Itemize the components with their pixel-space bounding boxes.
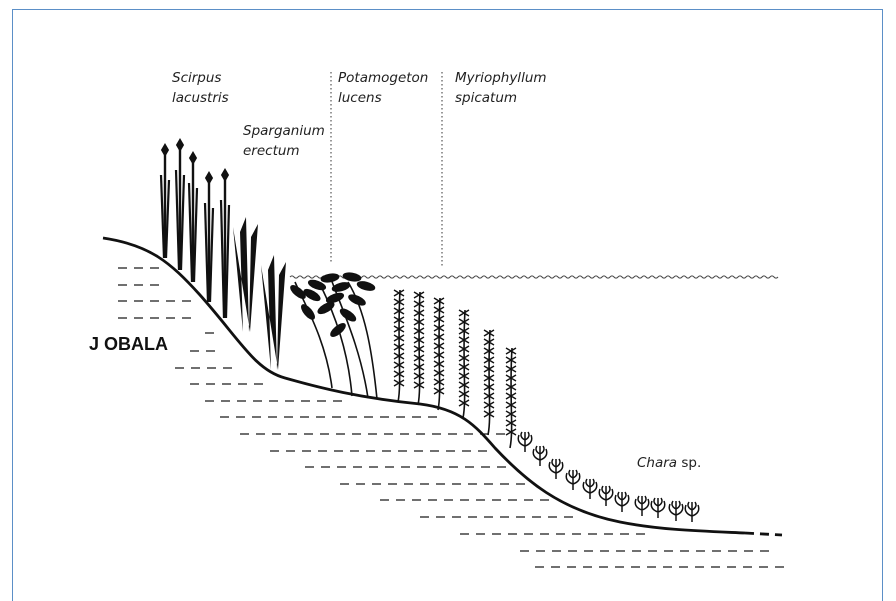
label-scirpus-species: lacustris <box>172 88 229 108</box>
label-chara-suffix: sp. <box>677 455 701 471</box>
chara-tuft <box>615 492 629 512</box>
potamogeton-leaf <box>342 272 361 283</box>
chara-tuft <box>549 459 563 479</box>
label-myriophyllum-spicatum: Myriophyllum spicatum <box>455 68 547 108</box>
chara-tuft <box>533 446 547 466</box>
potamogeton-leaf <box>331 281 350 293</box>
scirpus-stem <box>189 183 192 282</box>
myriophyllum-stem <box>488 330 490 435</box>
sparganium-leaves <box>261 255 286 370</box>
label-sparganium-erectum: Sparganium erectum <box>243 121 325 161</box>
label-scirpus-lacustris: Scirpus lacustris <box>172 68 229 108</box>
scirpus-stem <box>226 205 229 318</box>
chara-tuft <box>685 502 699 522</box>
chara-tuft <box>599 486 613 506</box>
sediment-dashes <box>118 268 784 567</box>
label-potamogeton-species: lucens <box>338 88 428 108</box>
water-surface <box>290 276 778 278</box>
scirpus-flower-head <box>222 169 229 181</box>
sparganium-erectum-stand <box>233 217 286 370</box>
scirpus-stem <box>210 208 213 302</box>
chara-tuft <box>566 470 580 490</box>
potamogeton-leaf <box>347 293 367 307</box>
label-scirpus-genus: Scirpus <box>172 68 229 88</box>
label-sparganium-species: erectum <box>243 141 325 161</box>
potamogeton-leaf <box>338 307 357 324</box>
potamogeton-leaf <box>356 280 375 292</box>
scirpus-stem <box>181 175 184 270</box>
chara-tuft <box>669 501 683 521</box>
scirpus-stem <box>166 180 169 258</box>
potamogeton-leaf <box>320 273 339 284</box>
scirpus-stem <box>176 170 179 270</box>
potamogeton-leaf <box>329 321 348 338</box>
scirpus-flower-head <box>190 152 197 164</box>
scirpus-stem <box>205 203 208 302</box>
scirpus-flower-head <box>162 144 169 156</box>
label-potamogeton-lucens: Potamogeton lucens <box>338 68 428 108</box>
sparganium-leaves <box>233 217 258 332</box>
label-myriophyllum-species: spicatum <box>455 88 547 108</box>
label-chara: Chara sp. <box>637 455 701 471</box>
label-chara-genus: Chara <box>637 455 677 471</box>
chara-tuft <box>651 498 665 518</box>
scirpus-flower-head <box>206 172 213 184</box>
lake-bottom-profile <box>103 238 745 533</box>
myriophyllum-spicatum-stand <box>394 290 516 448</box>
scirpus-stem <box>221 200 224 318</box>
chara-tuft <box>583 479 597 499</box>
label-myriophyllum-genus: Myriophyllum <box>455 68 547 88</box>
scirpus-stem <box>194 188 197 282</box>
scirpus-stem <box>161 175 164 258</box>
potamogeton-leaf <box>299 303 316 322</box>
label-shore: J OBALA <box>89 334 168 355</box>
chara-stand <box>518 432 699 522</box>
chara-tuft <box>635 496 649 516</box>
potamogeton-lucens-stand <box>289 272 377 399</box>
lake-bottom-continuation <box>745 533 782 535</box>
label-potamogeton-genus: Potamogeton <box>338 68 428 88</box>
chara-tuft <box>518 432 532 452</box>
scirpus-flower-head <box>177 139 184 151</box>
label-sparganium-genus: Sparganium <box>243 121 325 141</box>
